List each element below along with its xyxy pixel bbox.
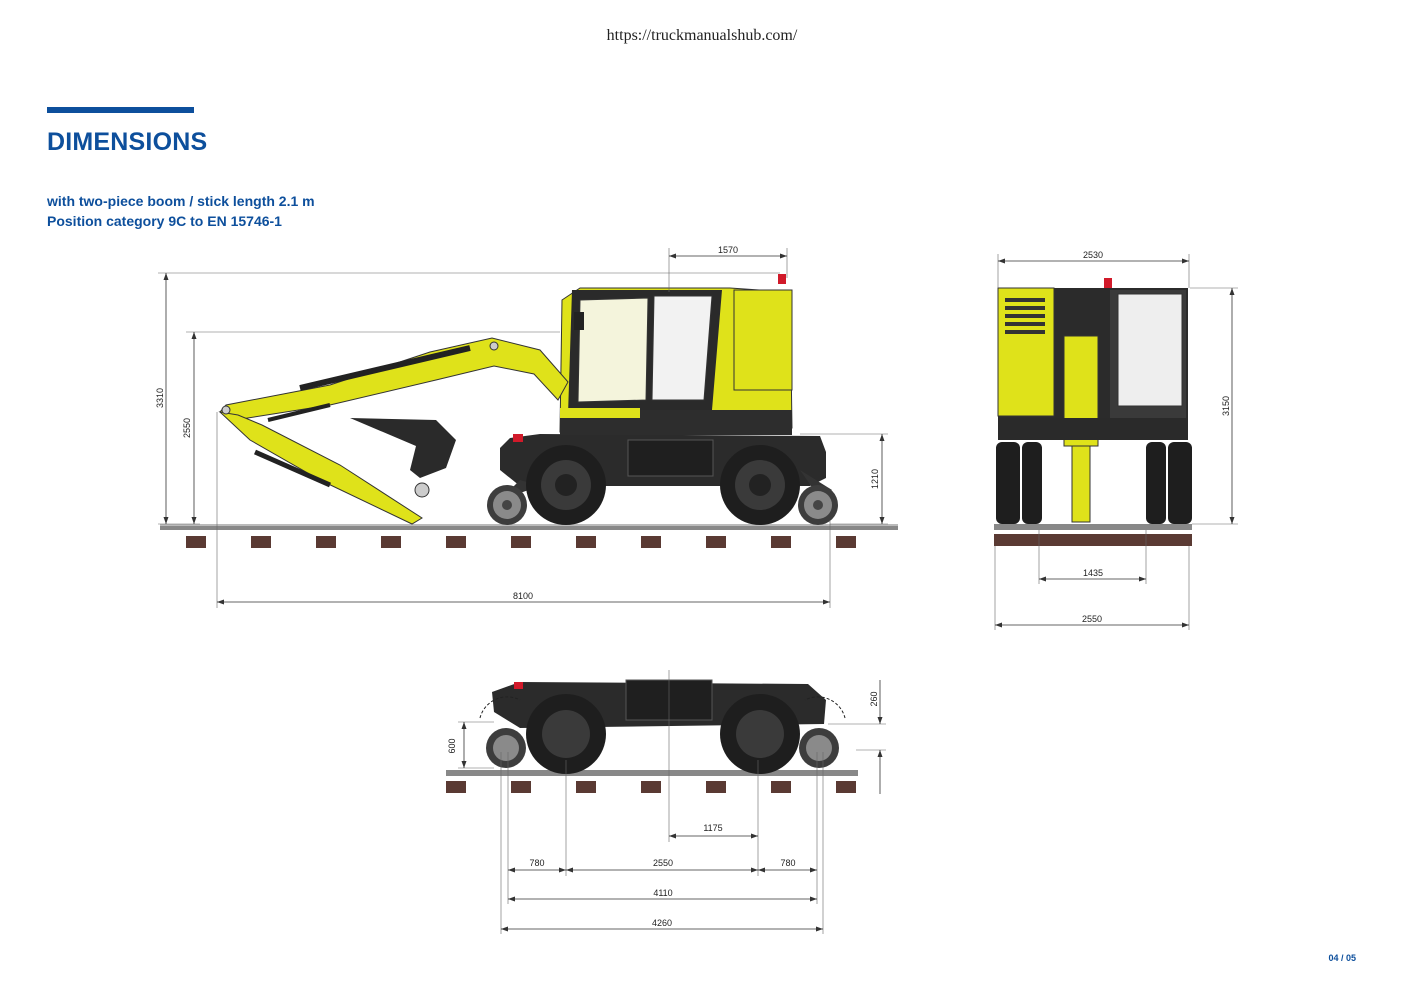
dim-780-left: 780 — [529, 858, 544, 868]
dim-1210: 1210 — [870, 469, 880, 489]
subtitle-line-1: with two-piece boom / stick length 2.1 m — [47, 193, 315, 209]
dim-2550-height: 2550 — [182, 418, 192, 438]
dim-2550-width: 2550 — [1082, 614, 1102, 624]
front-wheels — [996, 442, 1192, 524]
side-sleepers — [186, 536, 856, 548]
side-boom — [218, 337, 569, 525]
undercarriage-view — [446, 679, 858, 793]
side-road-wheel-right — [720, 445, 800, 525]
dim-2550-wheelbase: 2550 — [653, 858, 673, 868]
dim-4260: 4260 — [652, 918, 672, 928]
under-sleepers — [446, 781, 856, 793]
side-view — [160, 274, 898, 548]
subtitle-line-2: Position category 9C to EN 15746-1 — [47, 213, 282, 229]
dim-1570: 1570 — [718, 245, 738, 255]
dim-4110: 4110 — [653, 888, 672, 898]
subtitle: with two-piece boom / stick length 2.1 m… — [47, 191, 315, 231]
front-body — [997, 278, 1188, 523]
under-rail — [446, 770, 858, 776]
dim-3310: 3310 — [155, 388, 165, 408]
dim-260: 260 — [869, 691, 879, 706]
side-rail — [160, 524, 898, 530]
side-rail-wheel-left — [487, 485, 527, 525]
dim-600: 600 — [447, 738, 457, 753]
dim-2530: 2530 — [1083, 250, 1103, 260]
dim-780-right: 780 — [780, 858, 795, 868]
dim-1435: 1435 — [1083, 568, 1103, 578]
side-road-wheel-left — [526, 445, 606, 525]
side-upper-structure — [559, 274, 793, 435]
front-view — [994, 278, 1192, 546]
page-number: 04 / 05 — [1328, 953, 1356, 963]
side-rail-wheel-right — [798, 485, 838, 525]
front-sleeper — [994, 534, 1192, 546]
dimension-lines: 1570 3310 2550 1210 8100 2530 3150 — [155, 245, 1238, 934]
dim-1175: 1175 — [703, 823, 722, 833]
accent-bar — [47, 107, 194, 113]
page-title: DIMENSIONS — [47, 128, 208, 156]
source-url: https://truckmanualshub.com/ — [606, 27, 798, 44]
dim-3150: 3150 — [1221, 396, 1231, 416]
dim-8100: 8100 — [513, 591, 533, 601]
